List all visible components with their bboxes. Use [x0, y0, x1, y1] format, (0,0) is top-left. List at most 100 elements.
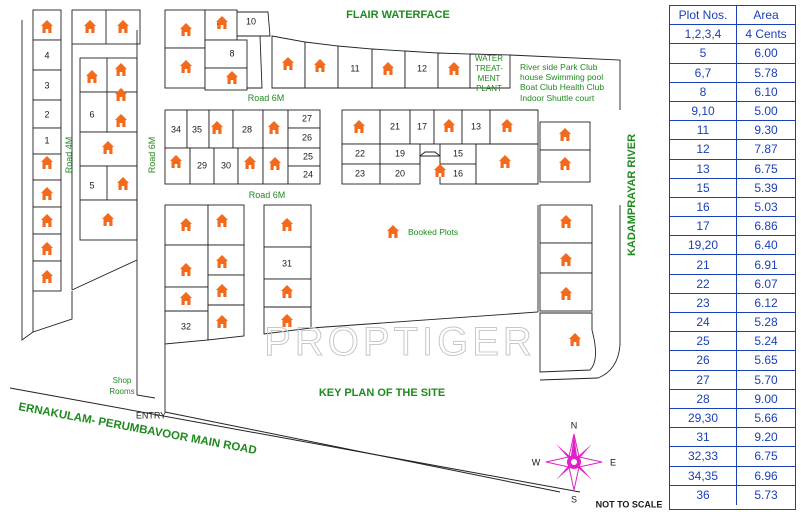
amenity-4: Indoor Shuttle court	[520, 93, 595, 103]
plot-nos-cell: 22	[670, 274, 737, 293]
plot-8-label: 8	[229, 48, 234, 58]
plot-nos-cell: 17	[670, 217, 737, 236]
area-cell: 6.40	[754, 238, 778, 253]
area-cell: 9.20	[754, 430, 778, 445]
plot-2-label: 2	[44, 109, 49, 119]
plot-nos-cell: 6,7	[670, 63, 737, 82]
booked-plot-legend-icon	[387, 225, 399, 238]
plot-27-label: 27	[302, 113, 312, 123]
plot-nos-cell: 19,20	[670, 236, 737, 255]
plot-35-label: 35	[192, 124, 202, 134]
header-plot-nos: Plot Nos.	[670, 6, 737, 25]
area-cell: 6.12	[754, 295, 778, 310]
compass-north: N	[571, 420, 578, 430]
shop-rooms-line1: Shop	[113, 376, 132, 385]
plot-nos-cell: 36	[670, 485, 737, 505]
plot-nos-cell: 24	[670, 313, 737, 332]
table-row: 9,10 5.00	[670, 101, 795, 122]
water-plant-line1: WATER	[475, 54, 503, 63]
top-left-plots	[71, 9, 141, 45]
top-right-row	[271, 35, 511, 89]
plot-23-label: 23	[355, 168, 365, 178]
compass-west: W	[532, 457, 541, 467]
plot-21-label: 21	[390, 121, 400, 131]
road-6m-lower-label: Road 6M	[249, 190, 286, 200]
plot-nos-cell: 5	[670, 44, 737, 63]
plot-nos-cell: 31	[670, 428, 737, 447]
legend-booked-label: Booked Plots	[408, 227, 458, 237]
middle-block-left	[164, 109, 321, 185]
plot-nos-cell: 15	[670, 178, 737, 197]
plot-26-label: 26	[302, 132, 312, 142]
area-cell: 9.00	[754, 391, 778, 406]
area-cell: 6.75	[754, 449, 778, 464]
plot-1-label: 1	[44, 135, 49, 145]
compass-east: E	[610, 457, 616, 467]
plot-34-label: 34	[171, 124, 181, 134]
river-side-plots-lower	[539, 204, 621, 381]
amenity-2: house Swimming pool	[520, 72, 603, 82]
top-central-block	[164, 9, 271, 91]
area-cell: 5.70	[754, 372, 778, 387]
plot-13-label: 13	[471, 121, 481, 131]
area-cell: 6.86	[754, 219, 778, 234]
plot-nos-cell: 26	[670, 351, 737, 370]
plot-30-label: 30	[221, 160, 231, 170]
plot-nos-cell: 9,10	[670, 101, 737, 121]
plot-5-label: 5	[89, 180, 94, 190]
area-cell: 4 Cents	[745, 27, 787, 42]
water-plant-line2: TREAT-	[475, 64, 503, 73]
plot-12-label: 12	[417, 63, 427, 73]
plot-3-label: 3	[44, 80, 49, 90]
table-row: 19,20 6.40	[670, 236, 795, 256]
area-cell: 6.10	[754, 84, 778, 99]
plot-16-label: 16	[453, 168, 463, 178]
key-plan-title: KEY PLAN OF THE SITE	[319, 387, 445, 399]
water-plant-line4: PLANT	[476, 84, 502, 93]
table-row: 32,33 6.75	[670, 447, 795, 467]
plot-28-label: 28	[242, 124, 252, 134]
area-cell: 6.75	[754, 161, 778, 176]
water-plant-line3: MENT	[478, 74, 501, 83]
plot-19-label: 19	[395, 148, 405, 158]
area-cell: 7.87	[754, 142, 778, 157]
road-6m-upper-label: Road 6M	[248, 93, 285, 103]
plot-10-label: 10	[246, 16, 256, 26]
table-header-row: Plot Nos. Area	[670, 6, 795, 26]
area-cell: 6.00	[754, 46, 778, 61]
entry-label: ENTRY	[136, 410, 166, 420]
plot-nos-cell: 8	[670, 82, 737, 101]
proptiger-watermark: PROPTIGER	[264, 320, 536, 364]
plot-32-label: 32	[181, 321, 191, 331]
plot-nos-cell: 32,33	[670, 447, 737, 466]
amenity-3: Boat Club Health Club	[520, 82, 604, 92]
area-cell: 6.07	[754, 276, 778, 291]
plot-nos-cell: 21	[670, 255, 737, 274]
river-label: KADAMPRAYAR RIVER	[626, 134, 638, 256]
plot-4-label: 4	[44, 50, 49, 60]
plot-22-label: 22	[355, 148, 365, 158]
shop-rooms-line2: Rooms	[109, 387, 134, 396]
plot-31-label: 31	[282, 258, 292, 268]
plot-nos-cell: 13	[670, 159, 737, 178]
plot-29-label: 29	[197, 160, 207, 170]
plot-6-label: 6	[89, 109, 94, 119]
area-cell: 5.00	[754, 104, 778, 119]
area-cell: 6.91	[754, 257, 778, 272]
